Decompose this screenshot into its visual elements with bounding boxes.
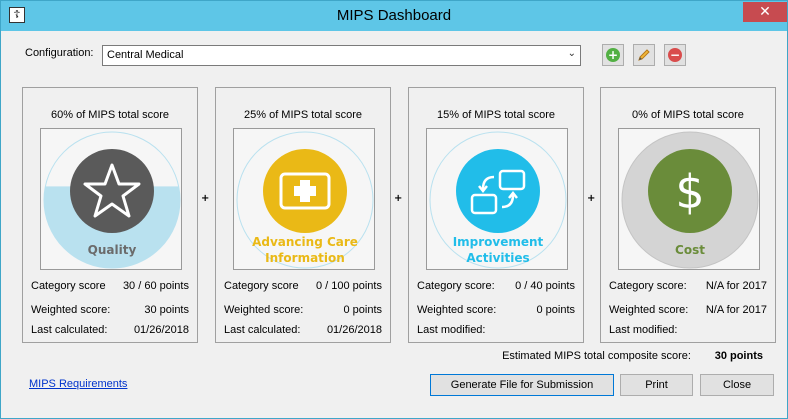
quality-title: Quality xyxy=(88,243,137,257)
ia-card: 15% of MIPS total score Improvement Acti… xyxy=(408,87,584,343)
cost-title: Cost xyxy=(675,243,705,257)
ia-weight: 15% of MIPS total score xyxy=(437,109,555,121)
aci-category-row: Category score 0 / 100 points xyxy=(224,280,382,294)
plus-sign: + xyxy=(587,193,596,204)
add-configuration-button[interactable]: + xyxy=(602,44,624,66)
stat-label: Weighted score: xyxy=(417,304,497,316)
ia-title-line1: Improvement xyxy=(453,235,544,249)
stat-label: Category score xyxy=(224,280,299,292)
workflow-icon xyxy=(470,169,526,215)
plus-sign: + xyxy=(201,193,210,204)
remove-icon: − xyxy=(668,48,682,62)
stat-value: 0 points xyxy=(536,304,575,316)
window-title: MIPS Dashboard xyxy=(336,7,452,24)
cost-card: 0% of MIPS total score $ Cost Category s… xyxy=(600,87,776,343)
add-icon: + xyxy=(606,48,620,62)
close-button[interactable]: Close xyxy=(700,374,774,396)
generate-file-button[interactable]: Generate File for Submission xyxy=(430,374,614,396)
configuration-value: Central Medical xyxy=(107,49,184,61)
ia-title-line2: Activities xyxy=(466,251,529,265)
cost-circle xyxy=(648,149,732,233)
stat-value: 0 / 40 points xyxy=(515,280,575,292)
quality-weight: 60% of MIPS total score xyxy=(51,109,169,121)
medical-kit-icon xyxy=(279,172,331,210)
dollar-icon: $ xyxy=(675,165,704,219)
aci-tile[interactable]: Advancing Care Information xyxy=(233,128,375,270)
ia-tile[interactable]: Improvement Activities xyxy=(426,128,568,270)
aci-title-line2: Information xyxy=(265,251,345,265)
aci-weight: 25% of MIPS total score xyxy=(244,109,362,121)
ia-category-row: Category score: 0 / 40 points xyxy=(417,280,575,294)
stat-label: Category score xyxy=(31,280,106,292)
configuration-label: Configuration: xyxy=(25,47,94,59)
stat-value: 0 points xyxy=(343,304,382,316)
edit-pencil-icon xyxy=(638,49,650,61)
cost-weighted-row: Weighted score: N/A for 2017 xyxy=(609,304,767,318)
aci-last-row: Last calculated: 01/26/2018 xyxy=(224,324,382,338)
stat-label: Last modified: xyxy=(609,324,678,336)
stat-label: Weighted score: xyxy=(224,304,304,316)
stat-label: Category score: xyxy=(417,280,495,292)
print-button[interactable]: Print xyxy=(620,374,693,396)
stat-value: 01/26/2018 xyxy=(326,324,382,336)
aci-card: 25% of MIPS total score Advancing Care I… xyxy=(215,87,391,343)
ia-circle xyxy=(456,149,540,233)
ia-graphic: Improvement Activities xyxy=(429,131,567,269)
edit-configuration-button[interactable] xyxy=(633,44,655,66)
aci-weighted-row: Weighted score: 0 points xyxy=(224,304,382,318)
configuration-select[interactable]: Central Medical ⌄ xyxy=(102,45,581,66)
quality-last-row: Last calculated: 01/26/2018 xyxy=(31,324,189,338)
cost-last-row: Last modified: xyxy=(609,324,767,338)
ia-last-row: Last modified: xyxy=(417,324,575,338)
aci-title-line1: Advancing Care xyxy=(252,235,358,249)
stat-label: Weighted score: xyxy=(31,304,111,316)
stat-value: 30 / 60 points xyxy=(122,280,189,292)
quality-card: 60% of MIPS total score Quality Category… xyxy=(22,87,198,343)
quality-category-row: Category score 30 / 60 points xyxy=(31,280,189,294)
stat-value: N/A for 2017 xyxy=(705,304,767,316)
ia-weighted-row: Weighted score: 0 points xyxy=(417,304,575,318)
chevron-down-icon: ⌄ xyxy=(567,48,576,59)
quality-weighted-row: Weighted score: 30 points xyxy=(31,304,189,318)
cost-category-row: Category score: N/A for 2017 xyxy=(609,280,767,294)
plus-sign: + xyxy=(394,193,403,204)
stat-label: Last modified: xyxy=(417,324,486,336)
mips-requirements-link[interactable]: MIPS Requirements xyxy=(29,378,128,390)
stat-label: Last calculated: xyxy=(224,324,301,336)
quality-graphic: Quality xyxy=(43,131,181,269)
composite-score-value: 30 points xyxy=(714,350,763,362)
window-close-button[interactable]: ✕ xyxy=(743,2,787,22)
stat-label: Weighted score: xyxy=(609,304,689,316)
stat-value: 0 / 100 points xyxy=(315,280,382,292)
cost-tile[interactable]: $ Cost xyxy=(618,128,760,270)
stat-value: 01/26/2018 xyxy=(133,324,189,336)
stat-label: Category score: xyxy=(609,280,687,292)
document-icon: ☦ xyxy=(9,7,25,23)
aci-graphic: Advancing Care Information xyxy=(236,131,374,269)
cost-graphic: $ Cost xyxy=(621,131,759,269)
composite-score-label: Estimated MIPS total composite score: xyxy=(502,350,691,362)
cost-weight: 0% of MIPS total score xyxy=(632,109,744,121)
quality-circle xyxy=(70,149,154,233)
remove-configuration-button[interactable]: − xyxy=(664,44,686,66)
title-bar: ☦ MIPS Dashboard ✕ xyxy=(1,1,787,31)
stat-value: N/A for 2017 xyxy=(705,280,767,292)
stat-value: 30 points xyxy=(144,304,189,316)
stat-label: Last calculated: xyxy=(31,324,108,336)
star-icon xyxy=(83,163,141,218)
quality-tile[interactable]: Quality xyxy=(40,128,182,270)
